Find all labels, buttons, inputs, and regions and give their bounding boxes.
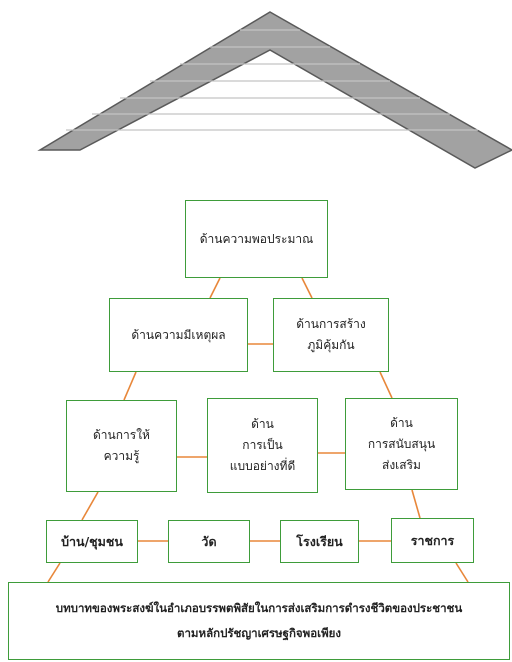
node-temple: วัด xyxy=(168,520,250,563)
node-government-label: ราชการ xyxy=(410,532,455,548)
roof-shape xyxy=(37,11,512,169)
node-moderation: ด้านความพอประมาณ xyxy=(185,200,328,278)
node-government: ราชการ xyxy=(391,518,474,563)
node-moderation-label: ด้านความพอประมาณ xyxy=(199,231,314,246)
node-role-model: ด้าน การเป็น แบบอย่างที่ดี xyxy=(207,398,318,493)
roof-stripes xyxy=(66,29,478,131)
node-support-label: ด้าน การสนับสนุน ส่งเสริม xyxy=(367,415,436,472)
roof-graphic xyxy=(37,11,512,169)
node-home-community: บ้าน/ชุมชน xyxy=(46,520,138,563)
connector xyxy=(379,371,393,399)
node-home-community-label: บ้าน/ชุมชน xyxy=(61,533,123,549)
node-role-model-label: ด้าน การเป็น แบบอย่างที่ดี xyxy=(229,417,296,473)
connector xyxy=(411,489,421,519)
node-school: โรงเรียน xyxy=(280,520,359,563)
connector xyxy=(123,371,137,401)
node-immunity: ด้านการสร้าง ภูมิคุ้มกัน xyxy=(273,298,389,372)
footer-title: บทบาทของพระสงฆ์ในอำเภอบรรพตพิสัยในการส่ง… xyxy=(55,600,463,640)
connector xyxy=(301,277,313,299)
node-reasonableness-label: ด้านความมีเหตุผล xyxy=(131,327,226,342)
connector xyxy=(81,491,99,521)
node-school-label: โรงเรียน xyxy=(296,533,343,549)
node-knowledge: ด้านการให้ ความรู้ xyxy=(66,400,177,492)
connector xyxy=(209,277,221,299)
node-immunity-label: ด้านการสร้าง ภูมิคุ้มกัน xyxy=(296,317,366,352)
node-knowledge-label: ด้านการให้ ความรู้ xyxy=(93,428,150,463)
connector xyxy=(455,562,469,583)
footer-title-box: บทบาทของพระสงฆ์ในอำเภอบรรพตพิสัยในการส่ง… xyxy=(8,582,510,660)
node-reasonableness: ด้านความมีเหตุผล xyxy=(109,298,248,372)
node-support: ด้าน การสนับสนุน ส่งเสริม xyxy=(345,398,458,490)
node-temple-label: วัด xyxy=(201,533,217,549)
connector xyxy=(47,562,61,583)
